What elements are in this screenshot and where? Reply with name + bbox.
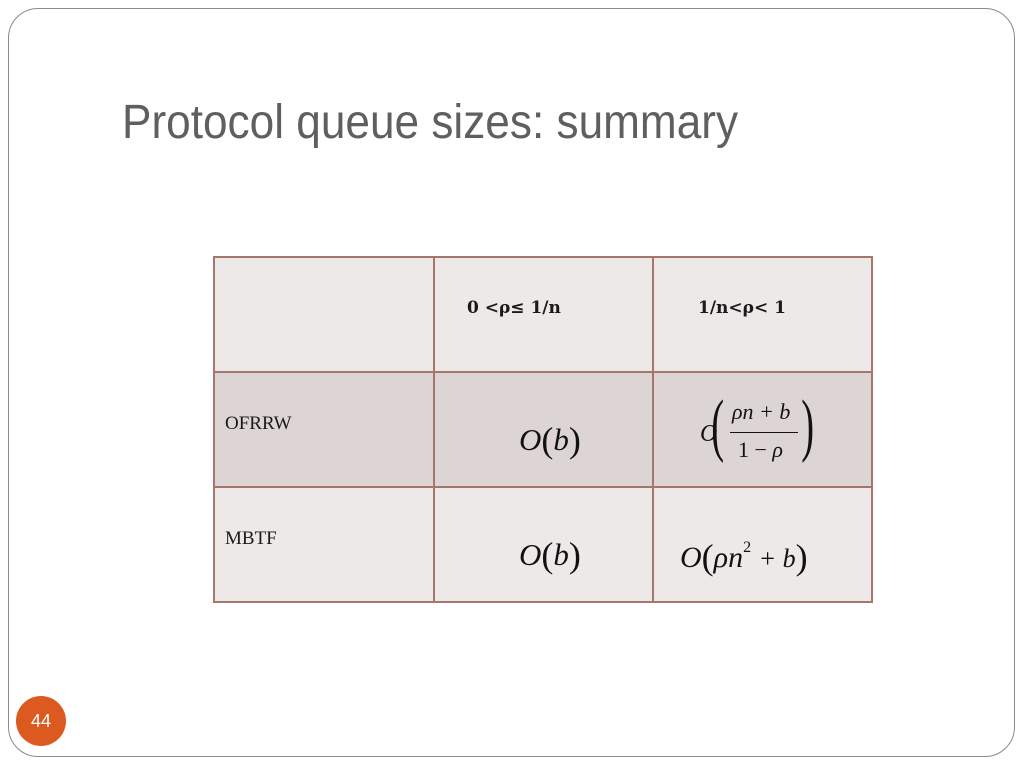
formula-fraction: O ( ρn + b 1 − ρ ) (700, 387, 815, 464)
page-number-badge: 44 (16, 696, 66, 746)
formula-cell: O(ρn2 + b) (652, 486, 873, 603)
row-label-cell: MBTF (213, 486, 435, 603)
formula-cell: O(b) (433, 371, 654, 488)
slide-frame: Protocol queue sizes: summary 0 <ρ≤ 1/n … (8, 8, 1015, 757)
header-high-load-text: 1/n<ρ< 1 (698, 298, 786, 318)
fraction-denominator: 1 − ρ (738, 437, 783, 462)
formula-o-b: O(b) (519, 420, 581, 460)
table-row: OFRRW O(b) O ( ρn + b 1 − ρ ) (213, 371, 873, 488)
table-row: MBTF O(b) O(ρn2 + b) (213, 486, 873, 603)
header-low-load-text: 0 <ρ≤ 1/n (467, 298, 561, 318)
formula-cell: O(b) (433, 486, 654, 603)
slide-title: Protocol queue sizes: summary (122, 96, 739, 149)
table-header-row: 0 <ρ≤ 1/n 1/n<ρ< 1 (213, 256, 873, 373)
header-cell-high-load: 1/n<ρ< 1 (652, 256, 873, 373)
formula-o-b: O(b) (519, 535, 581, 575)
fraction-bar (730, 432, 798, 433)
row-label-cell: OFRRW (213, 371, 435, 488)
row-label-mbtf: MBTF (225, 528, 277, 549)
fraction-numerator: ρn + b (732, 399, 791, 424)
header-empty-cell (213, 256, 435, 373)
formula-polynomial: O(ρn2 + b) (680, 537, 808, 577)
row-label-ofrrw: OFRRW (225, 413, 292, 434)
header-cell-low-load: 0 <ρ≤ 1/n (433, 256, 654, 373)
summary-table: 0 <ρ≤ 1/n 1/n<ρ< 1 OFRRW O(b) O ( ρn + b… (213, 256, 873, 603)
formula-cell: O ( ρn + b 1 − ρ ) (652, 371, 873, 488)
